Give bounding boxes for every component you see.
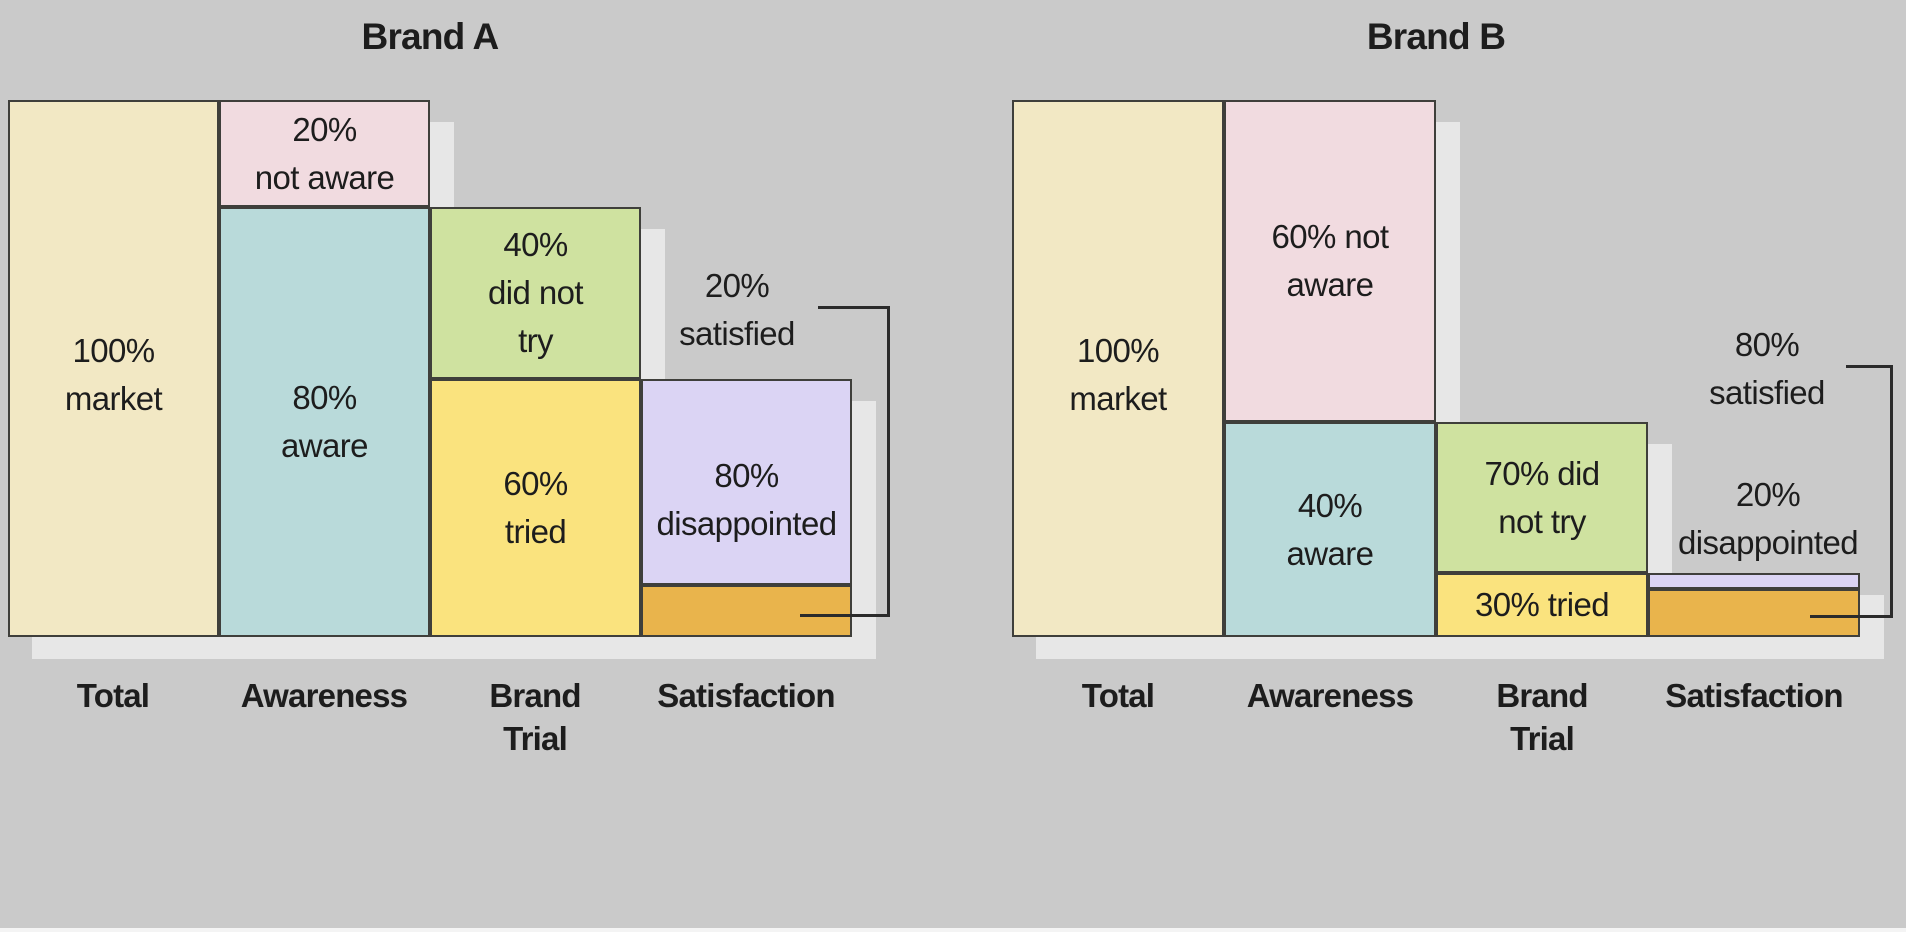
brand-b-axis-awareness: Awareness	[1246, 677, 1414, 714]
brand-a-total-market-label: 100%market	[64, 331, 163, 417]
brand-a-axis-total: Total	[76, 677, 150, 714]
brand-a-disappointed-box: 80%disappointed	[641, 379, 852, 585]
brand-a-tried-box: 60%tried	[430, 379, 641, 637]
brand-b-tried-box: 30% tried	[1436, 573, 1648, 637]
brand-a-disappointed-label: 80%disappointed	[656, 457, 838, 542]
brand-a-axis-awareness: Awareness	[240, 677, 408, 714]
brand-a-bracket-bottom-line	[800, 614, 890, 617]
brand-a-not-aware-box: 20%not aware	[219, 100, 430, 207]
brand-a-title: Brand A	[361, 16, 500, 57]
brand-a-tried-label: 60%tried	[503, 465, 568, 550]
brand-b-bracket-vertical-line	[1890, 365, 1893, 618]
brand-a-total-market-box: 100%market	[8, 100, 219, 637]
brand-b-disappointed-callout: 20% disappointed	[1678, 476, 1859, 561]
brand-a-bracket-vertical-line	[887, 306, 890, 617]
brand-b-title: Brand B	[1366, 16, 1506, 57]
brand-b-axis-total: Total	[1081, 677, 1155, 714]
brand-b-satisfied-callout: 80% satisfied	[1709, 326, 1825, 411]
bottom-edge-strip	[0, 928, 1906, 932]
brand-b-bracket-top-line	[1846, 365, 1893, 368]
brand-b-aware-label: 40%aware	[1286, 486, 1374, 572]
brand-a-satisfied-callout: 20% satisfied	[679, 267, 795, 352]
brand-b-axis-satisfaction: Satisfaction	[1665, 677, 1843, 714]
brand-b-disappointed-box	[1648, 573, 1860, 589]
brand-b-aware-box: 40%aware	[1224, 422, 1436, 637]
brand-b-bracket-bottom-line	[1810, 615, 1893, 618]
brand-a-not-aware-label: 20%not aware	[254, 110, 395, 196]
brand-a-aware-box: 80%aware	[219, 207, 430, 637]
brand-a-aware-label: 80%aware	[281, 379, 368, 464]
brand-a-satisfied-box	[641, 585, 852, 637]
brand-b-satisfied-box	[1648, 589, 1860, 637]
brand-b-tried-label: 30% tried	[1474, 586, 1610, 623]
brand-a-axis-satisfaction: Satisfaction	[657, 677, 835, 714]
brand-b-total-market-box: 100%market	[1012, 100, 1224, 637]
brand-a-bracket-top-line	[818, 306, 890, 309]
brand-b-total-market-label: 100%market	[1069, 331, 1167, 417]
